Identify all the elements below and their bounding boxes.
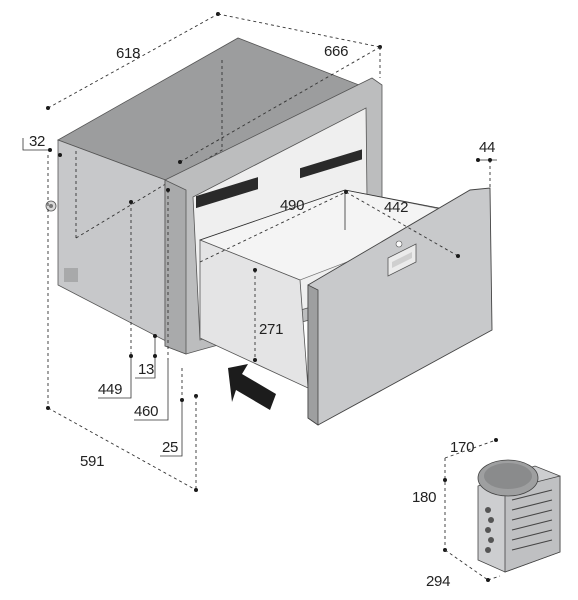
label-449: 449 [98,381,122,398]
compressor-grille [511,489,553,551]
label-442: 442 [384,199,408,216]
vent-grille-left [196,177,258,209]
drawer-front-edge [307,284,319,426]
label-460: 460 [134,403,158,420]
label-618: 618 [116,45,140,62]
label-25: 25 [162,439,178,456]
compressor-unit [443,438,561,582]
frame-flange [164,179,187,355]
label-13: 13 [138,361,154,378]
vent-grille-right [300,149,362,179]
drawer [198,187,493,426]
label-180: 180 [412,489,436,506]
cabinet-foot [64,268,78,282]
label-32: 32 [29,133,45,150]
drawer-lock [395,240,403,248]
label-271: 271 [259,321,283,338]
dimension-lines [22,12,497,492]
label-591: 591 [80,453,104,470]
arrow-icon [228,364,276,410]
cabinet-body [45,37,373,353]
label-294: 294 [426,573,450,590]
label-490: 490 [280,197,304,214]
label-170: 170 [450,439,474,456]
dimension-labels: 618 666 32 44 490 442 271 13 449 460 25 … [29,43,495,590]
coil [485,507,494,553]
label-666: 666 [324,43,348,60]
label-44: 44 [479,139,495,156]
